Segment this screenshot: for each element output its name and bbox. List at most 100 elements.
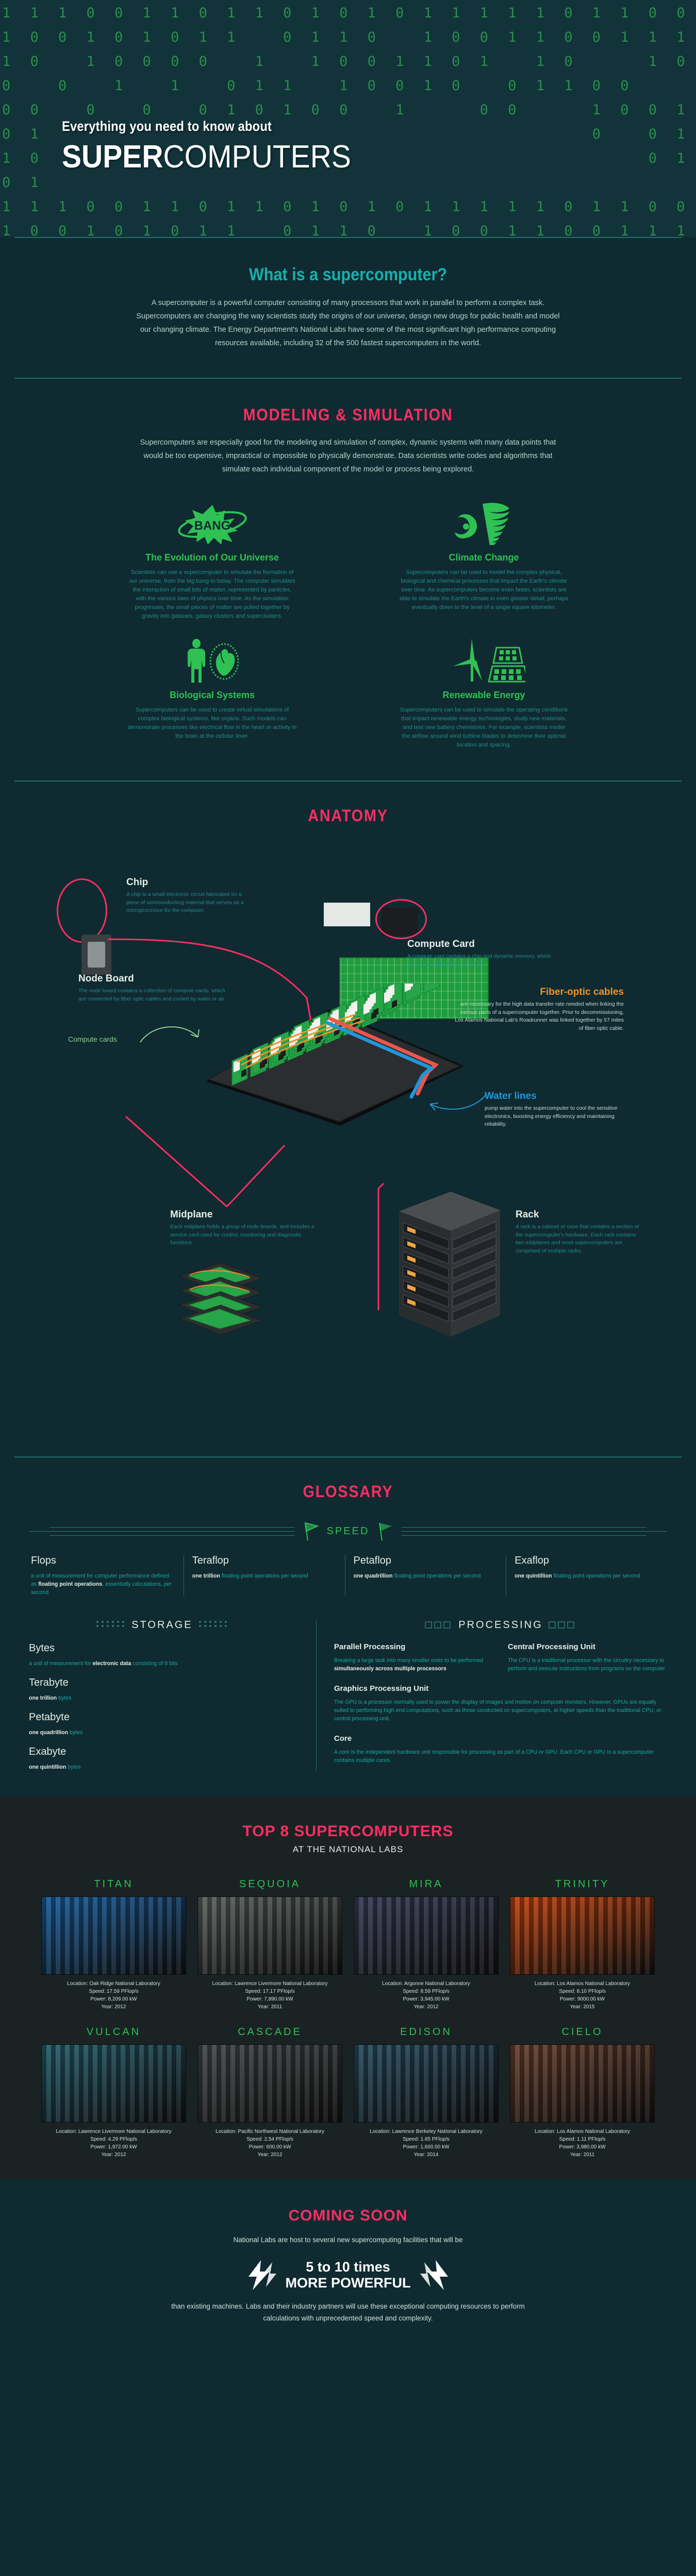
supercomputer-meta: Location: Pacific Northwest National Lab… (197, 2128, 342, 2159)
supercomputer-card: MIRA Location: Argonne National Laborator… (354, 1878, 499, 2011)
supercomputer-year: Year: 2012 (101, 2152, 126, 2158)
glossary-term-name: Central Processing Unit (507, 1642, 595, 1651)
rack-title: Rack (516, 1209, 539, 1220)
coming-soon-tail: than existing machines. Labs and their i… (171, 2302, 525, 2322)
glossary-band-title-speed: SPEED (326, 1525, 370, 1537)
chip-to-card-connector (107, 938, 320, 1028)
supercomputer-name: TITAN (94, 1878, 134, 1890)
supercomputer-speed: Speed: 17.59 PFlop/s (89, 1989, 139, 1994)
supercomputer-card: SEQUOIA Location: Lawrence Livermore Nati… (197, 1878, 342, 2011)
glossary-term-def: one trillion floating point operations p… (192, 1573, 308, 1579)
glossary-term-name: Exaflop (515, 1555, 549, 1566)
supercomputer-meta: Location: Lawrence Berkeley National Lab… (354, 2128, 499, 2159)
top8-heading: TOP 8 SUPERCOMPUTERS (242, 1823, 454, 1840)
glossary-term-def: one trillion bytes (29, 1695, 72, 1701)
supercomputer-location: Location: Lawrence Livermore National La… (212, 1981, 328, 1987)
node-board-title: Node Board (78, 973, 134, 984)
supercomputer-name: SEQUOIA (239, 1878, 301, 1890)
supercomputer-meta: Location: Lawrence Livermore National La… (41, 2128, 186, 2159)
modeling-card-title: The Evolution of Our Universe (145, 552, 279, 563)
anatomy-heading: ANATOMY (308, 806, 388, 825)
supercomputer-name: CASCADE (238, 2026, 302, 2038)
glossary-term-def: a unit of measurement for computer perfo… (31, 1573, 172, 1596)
glossary-term-name: Flops (31, 1555, 56, 1566)
supercomputer-name: VULCAN (86, 2026, 141, 2038)
data-dots-icon (96, 1620, 125, 1627)
glossary-term-def: one quintillion bytes (29, 1764, 81, 1770)
infographic-page: 1 1 1 0 0 1 1 0 1 1 0 1 0 1 0 1 1 1 1 1 … (0, 5, 696, 2322)
glossary-term-def: The GPU is a processor normally used to … (334, 1699, 661, 1722)
hero-kicker: Everything you need to know about (62, 118, 272, 134)
supercomputer-speed: Speed: 8.10 PFlop/s (559, 1989, 606, 1994)
supercomputer-meta: Location: Los Alamos National Laboratory… (510, 1980, 655, 2011)
supercomputer-power: Power: 3,980.00 kW (559, 2144, 606, 2150)
glossary-term-name: Bytes (29, 1642, 55, 1654)
modeling-card-title: Climate Change (449, 552, 519, 563)
supercomputer-year: Year: 2012 (413, 2004, 439, 2010)
coming-soon-heading: COMING SOON (288, 2207, 408, 2224)
modeling-card-grid: BANG The Evolution of Our Universe Scien… (92, 501, 604, 750)
modeling-card-text: Supercomputers can be used to create vir… (127, 707, 297, 739)
midplane-icon (170, 1261, 268, 1341)
cielo-photo (510, 2044, 655, 2123)
supercomputer-year: Year: 2011 (570, 2152, 595, 2158)
section-anatomy: ANATOMY Chip A chip is a small electroni… (0, 782, 696, 1456)
supercomputer-name: EDISON (400, 2026, 452, 2038)
glossary-term: Exaflop one quintillion floating point op… (506, 1555, 667, 1597)
supercomputer-power: Power: 7,890.00 kW (246, 1996, 293, 2002)
midplane-text: Each midplane holds a group of node boar… (170, 1224, 314, 1246)
anatomy-label-fiber-optic: Fiber-optic cables are necessary for the… (454, 987, 624, 1032)
anatomy-label-rack: Rack A rack is a cabinet or case that co… (516, 1209, 644, 1255)
modeling-card: BANG The Evolution of Our Universe Scien… (92, 501, 333, 621)
supercomputer-card: EDISON Location: Lawrence Berkeley Nation… (354, 2026, 499, 2159)
glossary-band-title-storage: STORAGE (131, 1619, 193, 1631)
supercomputer-meta: Location: Lawrence Livermore National La… (197, 1980, 342, 2011)
glossary-term-def: one quadrillion bytes (29, 1730, 83, 1736)
lightning-bolt-icon (420, 2260, 448, 2290)
supercomputer-year: Year: 2011 (257, 2004, 283, 2010)
fiber-optic-title: Fiber-optic cables (540, 987, 624, 997)
lightning-bolt-icon (248, 2260, 276, 2290)
modeling-card-text: Supercomputers can be used to model the … (399, 569, 569, 611)
supercomputer-power: Power: 3,945.00 kW (403, 1996, 450, 2002)
compute-card-chip-highlight (375, 899, 427, 939)
supercomputer-card: CASCADE Location: Pacific Northwest Natio… (197, 2026, 342, 2159)
supercomputer-location: Location: Lawrence Livermore National La… (56, 2129, 172, 2134)
human-heart-icon (92, 638, 333, 683)
glossary-band-processing: PROCESSING (334, 1619, 667, 1631)
divider-rule (14, 237, 682, 238)
supercomputer-name: CIELO (561, 2026, 603, 2038)
trinity-photo (510, 1896, 655, 1975)
compute-card-title: Compute Card (407, 939, 475, 950)
coming-soon-big-line2: MORE POWERFUL (285, 2275, 411, 2291)
modeling-card: Renewable Energy Supercomputers can be u… (363, 638, 604, 750)
supercomputer-location: Location: Argonne National Laboratory (382, 1981, 470, 1987)
compute-card-text: A compute card contains a chip and dynam… (407, 954, 551, 968)
anatomy-label-midplane: Midplane Each midplane holds a group of … (170, 1209, 325, 1247)
divider-rule (14, 781, 682, 782)
supercomputer-name: MIRA (409, 1878, 443, 1890)
sequoia-photo (197, 1896, 342, 1975)
divider-rule (14, 1456, 682, 1458)
titan-photo (41, 1896, 186, 1975)
checkered-flag-icon (304, 1522, 319, 1541)
supercomputer-year: Year: 2015 (570, 2004, 595, 2010)
glossary-term-def: one quintillion floating point operation… (515, 1573, 640, 1579)
supercomputer-year: Year: 2014 (413, 2152, 439, 2158)
fiber-optic-text: are necessary for the high data transfer… (455, 1002, 624, 1031)
supercomputer-card: VULCAN Location: Lawrence Livermore Natio… (41, 2026, 186, 2159)
compute-cards-callout-label: Compute cards (68, 1035, 117, 1043)
hero-title-bold: SUPER (62, 139, 163, 175)
section-top-8-supercomputers: TOP 8 SUPERCOMPUTERS AT THE NATIONAL LAB… (0, 1797, 696, 2179)
anatomy-label-compute-card: Compute Card A compute card contains a c… (407, 939, 552, 969)
modeling-card-title: Biological Systems (169, 690, 255, 700)
